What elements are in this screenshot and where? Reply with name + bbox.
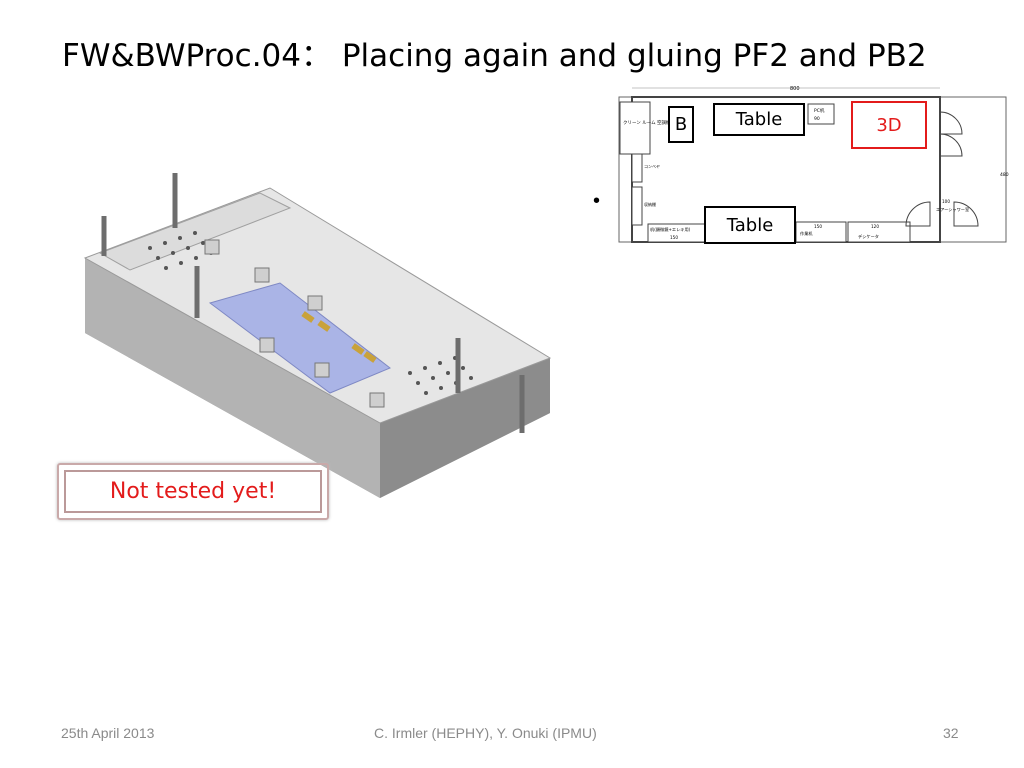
plan-work-desk: 作業机 [800,230,813,237]
plan-left-side-1: コンベヤ [644,164,660,169]
plan-pc: PC机 [814,107,825,114]
plan-air-shower-dim: 100 [942,199,950,204]
plan-bottom-left-dim: 150 [670,235,678,240]
slide-number: 32 [943,725,959,741]
footer-authors: C. Irmler (HEPHY), Y. Onuki (IPMU) [374,725,597,741]
plan-desiccator: デシケータ [858,233,879,240]
slide-title: FW&BWProc.04： Placing again and gluing P… [62,38,927,74]
plan-clean-room: クリーン ルーム 空調機器 [623,119,675,126]
plan-dim-right: 480 [1000,172,1009,178]
plan-air-shower: エアーシャワー室 [936,206,969,213]
footer-date: 25th April 2013 [61,725,155,741]
plan-left-side-2: 収納棚 [644,201,656,207]
plan-label-b: B [668,106,694,143]
plan-work-desk-dim: 150 [814,224,822,229]
plan-label-table-bottom: Table [704,206,796,244]
bullet-point: • [593,190,601,212]
plan-label-table-top: Table [713,103,805,136]
plan-bottom-left: 机(顕微鏡+エレキ用) [650,226,691,233]
gluing-fixture-illustration [83,173,552,498]
plan-pc-dim: 90 [814,116,820,122]
not-tested-callout: Not tested yet! [57,463,329,520]
plan-desiccator-dim: 120 [871,224,879,229]
not-tested-text: Not tested yet! [109,479,277,504]
not-tested-callout-inner: Not tested yet! [64,470,322,513]
plan-dim-top: 800 [790,86,800,92]
plan-label-3d: 3D [851,101,927,149]
